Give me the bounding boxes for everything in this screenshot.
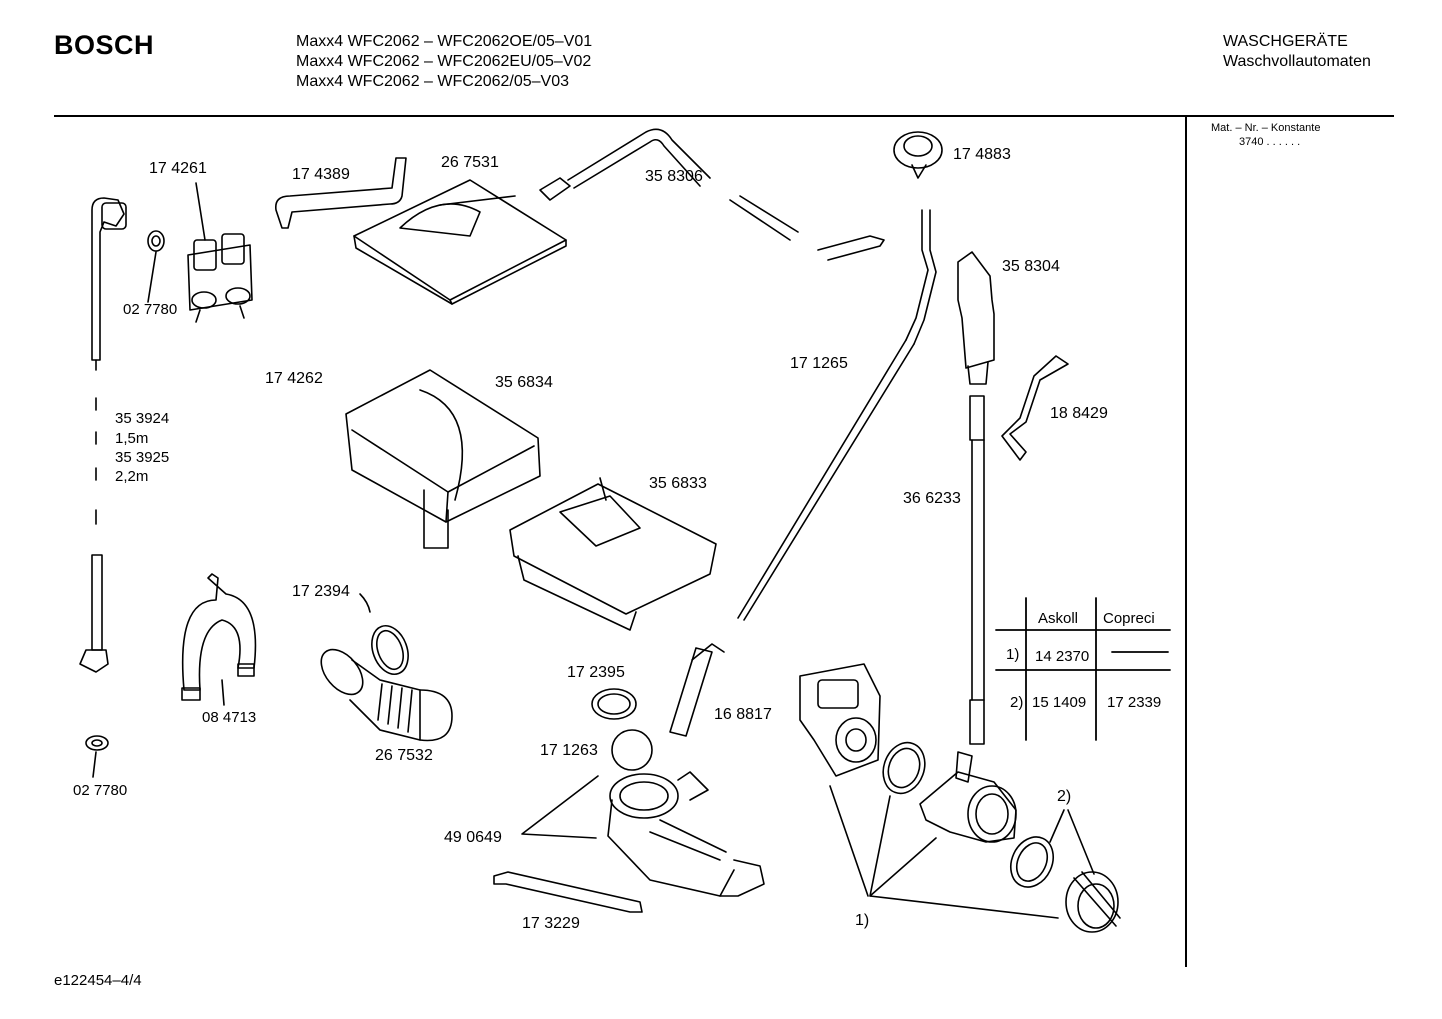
part-label: 17 4261 (149, 160, 207, 177)
part-label: 17 1265 (790, 355, 848, 372)
reference-label: 1) (855, 912, 870, 929)
table-row-ref: 1) (1006, 646, 1020, 663)
hose-length-label: 2,2m (115, 468, 149, 485)
part-label: 35 8306 (645, 168, 703, 185)
leader-line (195, 182, 206, 241)
part-label: 02 7780 (123, 301, 178, 318)
drawing-code: e122454–4/4 (54, 972, 142, 989)
sump-hose-part (607, 771, 765, 897)
model-line: Maxx4 WFC2062 – WFC2062OE/05–V01 (296, 33, 593, 50)
hose-part (274, 157, 407, 229)
drain-hose-long-part (969, 395, 985, 745)
float-ball-part (611, 729, 653, 771)
leader-line (521, 775, 599, 839)
part-label: 17 4262 (265, 370, 323, 387)
part-label: 26 7532 (375, 747, 433, 764)
part-label: 35 6833 (649, 475, 707, 492)
leader-line (359, 593, 371, 613)
leader-line (92, 751, 97, 778)
o-ring-part (1010, 836, 1054, 888)
part-label: 35 3925 (115, 449, 170, 466)
part-label: 16 8817 (714, 706, 772, 723)
brand-logo: BOSCH (54, 30, 155, 60)
sidebar-divider (1185, 117, 1187, 967)
dispenser-cover-part (353, 179, 567, 305)
o-ring-part (371, 624, 409, 676)
bellows-hose-part (320, 648, 453, 742)
hose-bracket-part (181, 573, 257, 701)
pressure-sensor-part (893, 131, 943, 179)
model-list: Maxx4 WFC2062 – WFC2062OE/05–V01 Maxx4 W… (296, 32, 592, 92)
mat-number-block: Mat. – Nr. – Konstante 3740 . . . . . . (1211, 121, 1320, 149)
drawer-housing-part (509, 477, 717, 631)
part-label: 35 6834 (495, 374, 553, 391)
part-label: 08 4713 (202, 709, 257, 726)
variant-table-grid (995, 597, 1171, 741)
drain-hose-part (539, 128, 885, 261)
category-subtitle: Waschvollautomaten (1223, 53, 1371, 70)
part-label: 36 6233 (903, 490, 961, 507)
table-cell-copreci: 17 2339 (1107, 694, 1162, 711)
part-label: 18 8429 (1050, 405, 1108, 422)
hose-length-label: 1,5m (115, 430, 149, 447)
part-label: 26 7531 (441, 154, 499, 171)
part-label: 17 4883 (953, 146, 1011, 163)
pressure-chamber-part (957, 251, 995, 385)
pump-housing-part (919, 751, 1017, 843)
inlet-valve-part (187, 233, 253, 323)
o-ring-part (882, 741, 926, 795)
table-cell-askoll: 14 2370 (1035, 648, 1090, 665)
detergent-drawer-part (345, 369, 541, 549)
part-label: 02 7780 (73, 782, 128, 799)
model-line: Maxx4 WFC2062 – WFC2062/05–V03 (296, 73, 570, 90)
mat-label: Mat. – Nr. – Konstante (1211, 122, 1321, 134)
model-line: Maxx4 WFC2062 – WFC2062EU/05–V02 (296, 53, 592, 70)
o-ring-part (597, 693, 631, 715)
part-label: 35 8304 (1002, 258, 1060, 275)
o-ring-part (591, 688, 637, 720)
o-ring-part (376, 629, 404, 671)
part-label: 49 0649 (444, 829, 502, 846)
mat-value: 3740 . . . . . . (1239, 136, 1301, 148)
washer-part (85, 230, 165, 751)
table-row-ref: 2) (1010, 694, 1024, 711)
leader-line (221, 679, 225, 706)
category-title: WASCHGERÄTE (1223, 33, 1348, 50)
temperature-sensor-part (669, 643, 725, 737)
drain-pump-part (799, 663, 881, 777)
header-divider (54, 115, 1394, 117)
part-label: 17 1263 (540, 742, 598, 759)
table-header-copreci: Copreci (1103, 610, 1155, 627)
part-label: 17 2394 (292, 583, 350, 600)
small-hose-part (493, 871, 643, 913)
lint-filter-part (1065, 871, 1121, 933)
leader-line (829, 785, 1059, 919)
wire-part (1001, 355, 1069, 461)
pressure-hose-part (737, 209, 937, 621)
category: WASCHGERÄTE Waschvollautomaten (1223, 32, 1371, 72)
part-label: 17 2395 (567, 664, 625, 681)
table-header-askoll: Askoll (1038, 610, 1079, 627)
table-cell-askoll: 15 1409 (1032, 694, 1087, 711)
leader-line (1049, 809, 1095, 875)
o-ring-part (887, 747, 921, 789)
part-label: 35 3924 (115, 410, 170, 427)
part-label: 17 3229 (522, 915, 580, 932)
o-ring-part (1015, 842, 1049, 882)
leader-line (147, 251, 157, 303)
inlet-hose-part (79, 197, 127, 673)
reference-label: 2) (1057, 788, 1072, 805)
part-label: 17 4389 (292, 166, 350, 183)
